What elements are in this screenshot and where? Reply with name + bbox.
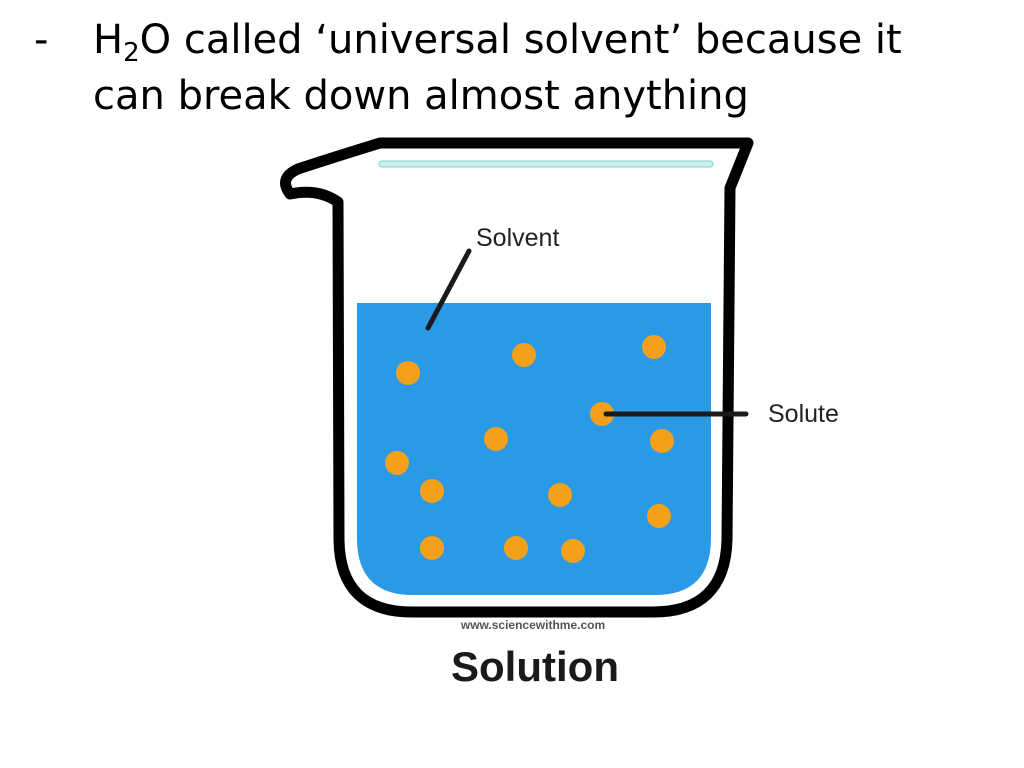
formula-h: H	[93, 17, 124, 63]
formula-subscript: 2	[123, 38, 140, 68]
solvent-water	[357, 303, 711, 595]
watermark: www.sciencewithme.com	[460, 618, 605, 632]
diagram-caption: Solution	[451, 643, 619, 690]
solute-particle	[642, 335, 666, 359]
solute-particle	[590, 402, 614, 426]
solute-particle	[512, 343, 536, 367]
slide-text: - H2O called ‘universal solvent’ because…	[0, 0, 1024, 130]
bullet-line-1: H2O called ‘universal solvent’ because i…	[93, 12, 902, 68]
solute-particle	[504, 536, 528, 560]
solute-particle	[647, 504, 671, 528]
solute-particle	[420, 536, 444, 560]
solute-label: Solute	[768, 400, 839, 428]
solute-particle	[484, 427, 508, 451]
solvent-pointer-line	[425, 248, 472, 331]
solute-particles	[385, 335, 674, 563]
formula-o: O	[139, 17, 172, 63]
solvent-label: Solvent	[476, 224, 559, 252]
bullet-line-1-text: called ‘universal solvent’ because it	[171, 17, 902, 63]
solute-particle	[650, 429, 674, 453]
solute-particle	[420, 479, 444, 503]
solute-particle	[561, 539, 585, 563]
beaker-rim-highlight	[378, 160, 714, 168]
bullet-line-2: can break down almost anything	[93, 73, 749, 119]
solute-particle	[396, 361, 420, 385]
solute-particle	[385, 451, 409, 475]
solute-particle	[548, 483, 572, 507]
bullet-marker: -	[34, 17, 49, 63]
